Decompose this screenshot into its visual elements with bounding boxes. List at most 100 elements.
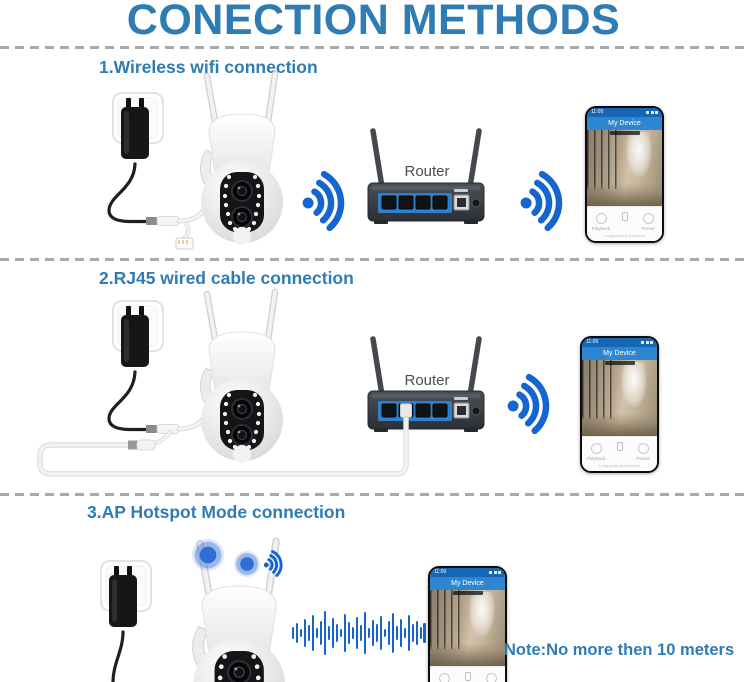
- power-adapter-illustration: [107, 300, 212, 447]
- chandelier-glow: [469, 591, 495, 638]
- smartphone-mockup: 11:09 My Device Playback: [428, 566, 507, 682]
- wifi-signal-icon: [505, 376, 549, 434]
- phone-statusbar: 11:09: [582, 338, 657, 347]
- section-heading-wired: 2.RJ45 wired cable connection: [99, 268, 354, 288]
- waveform-bar: [367, 628, 371, 638]
- waveform-bar: [399, 619, 402, 647]
- playback-button: Playback: [588, 213, 614, 231]
- status-time: 11:09: [586, 339, 599, 345]
- camera-illustration: [200, 74, 283, 245]
- status-time: 11:09: [434, 569, 447, 575]
- window-wall: [582, 360, 612, 420]
- camera-live-view: [430, 590, 505, 666]
- preset-button: Preset: [478, 673, 504, 682]
- waveform-bar: [375, 624, 379, 642]
- playback-icon: [595, 213, 607, 224]
- section-heading-wireless: 1.Wireless wifi connection: [99, 57, 318, 77]
- waveform-bar: [295, 623, 299, 643]
- section-wireless-wifi: 1.Wireless wifi connection Router: [0, 47, 747, 258]
- waveform-bar: [423, 623, 426, 643]
- waveform-bar: [319, 621, 323, 645]
- preset-button: Preset: [630, 443, 656, 461]
- waveform-bar: [419, 627, 422, 639]
- power-adapter-illustration: [107, 92, 211, 250]
- waveform-bar: [411, 624, 414, 642]
- phone-statusbar: 11:09: [430, 568, 505, 577]
- waveform-bar: [347, 622, 351, 644]
- section-divider: [0, 258, 747, 261]
- microphone-icon: [464, 672, 471, 681]
- section-divider: [0, 493, 747, 496]
- status-icons: [646, 111, 658, 114]
- phone-statusbar: 11:09: [587, 108, 662, 117]
- chandelier-glow: [626, 131, 652, 178]
- app-title: My Device: [582, 347, 657, 360]
- waveform-bar: [391, 613, 394, 653]
- wifi-signal-icon: [518, 173, 562, 231]
- window-wall: [430, 590, 460, 650]
- section-ap-hotspot: 3.AP Hotspot Mode connection 11:09 My De…: [0, 493, 747, 682]
- section-heading-hotspot: 3.AP Hotspot Mode connection: [87, 502, 346, 522]
- intercom-button: [607, 441, 633, 451]
- section-rj45-wired: 2.RJ45 wired cable connection: [0, 258, 747, 494]
- timestamp-chip: [604, 361, 635, 365]
- chandelier-glow: [621, 361, 647, 408]
- camera-live-view: [582, 360, 657, 436]
- wifi-signal-icon: [300, 173, 344, 231]
- preset-icon: [485, 673, 497, 682]
- phone-controls: Playback Preset Long press to intercom: [430, 666, 505, 682]
- audio-waveform: [292, 607, 434, 659]
- preset-button: Preset: [635, 213, 661, 231]
- smartphone-mockup: 11:09 My Device Playback: [580, 336, 659, 473]
- waveform-bar: [383, 629, 387, 637]
- waveform-bar: [323, 611, 327, 655]
- ethernet-cable: [37, 403, 412, 477]
- waveform-bar: [387, 621, 391, 645]
- timestamp-chip: [452, 591, 483, 595]
- waveform-bar: [379, 616, 383, 650]
- waveform-bar: [299, 629, 303, 637]
- preset-icon: [642, 213, 654, 224]
- section1-illustration: [107, 47, 747, 250]
- waveform-bar: [395, 626, 398, 640]
- waveform-bar: [311, 615, 315, 651]
- camera-illustration: [200, 292, 283, 463]
- phone-controls: Playback Preset Long press to intercom: [587, 206, 662, 241]
- waveform-bar: [415, 621, 418, 645]
- status-time: 11:09: [591, 109, 604, 115]
- status-icons: [489, 571, 501, 574]
- hotspot-glow: [234, 551, 260, 577]
- section3-illustration: [100, 493, 747, 682]
- phone-screen: 11:09 My Device Playback: [430, 568, 505, 682]
- note-text: Note:No more then 10 meters: [504, 641, 735, 659]
- page-title: CONECTION METHODS: [126, 0, 621, 44]
- playback-button: Playback: [431, 673, 457, 682]
- playback-icon: [438, 673, 450, 682]
- status-icons: [641, 341, 653, 344]
- waveform-bar: [355, 617, 359, 649]
- phone-screen: 11:09 My Device Playback: [587, 108, 662, 241]
- waveform-bar: [335, 624, 339, 642]
- waveform-bar: [315, 628, 319, 638]
- router-label: Router: [404, 372, 450, 389]
- rj45-pigtail: [175, 237, 194, 250]
- waveform-bar: [403, 628, 406, 638]
- power-adapter-illustration: [100, 560, 152, 682]
- furniture: [582, 413, 657, 436]
- power-cable: [107, 162, 148, 224]
- microphone-icon: [621, 212, 628, 221]
- waveform-bar: [343, 614, 347, 652]
- intercom-hint: Long press to intercom: [604, 233, 645, 238]
- rj45-connector: [400, 403, 412, 418]
- intercom-button: [612, 211, 638, 221]
- waveform-bar: [303, 619, 307, 647]
- waveform-bar: [307, 625, 311, 641]
- waveform-bar: [292, 627, 295, 639]
- waveform-bar: [339, 629, 343, 637]
- waveform-bar: [359, 625, 363, 641]
- timestamp-chip: [609, 131, 640, 135]
- furniture: [430, 643, 505, 666]
- section2-illustration: [37, 258, 747, 477]
- phone-screen: 11:09 My Device Playback: [582, 338, 657, 471]
